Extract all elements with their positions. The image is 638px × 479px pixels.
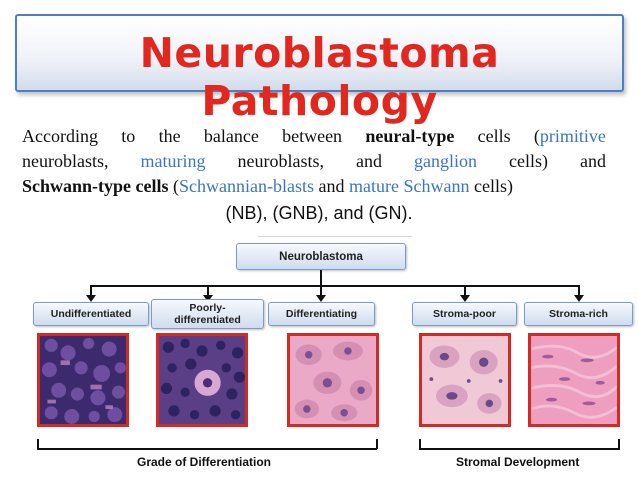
term-ganglion: ganglion bbox=[413, 151, 477, 171]
term-maturing: maturing bbox=[140, 151, 206, 171]
bracket bbox=[376, 439, 378, 449]
word: neuroblasts, bbox=[22, 151, 109, 171]
word: and bbox=[314, 176, 349, 196]
label-stromal-development: Stromal Development bbox=[456, 455, 580, 469]
bracket bbox=[419, 439, 421, 449]
word: the bbox=[158, 126, 181, 146]
histology-image-differentiating bbox=[287, 333, 379, 427]
title-banner: Neuroblastoma Pathology bbox=[15, 14, 624, 125]
word: cells bbox=[477, 126, 511, 146]
bracket bbox=[37, 439, 39, 449]
connector bbox=[207, 285, 209, 296]
node-neuroblastoma: Neuroblastoma bbox=[236, 243, 406, 270]
paragraph-line-2: neuroblasts, maturing neuroblasts, and g… bbox=[22, 149, 606, 174]
paragraph-line-3: Schwann-type cells ( Schwannian-blasts a… bbox=[22, 174, 606, 199]
histology-image-undifferentiated bbox=[37, 333, 129, 427]
word: neuroblasts, bbox=[237, 151, 324, 171]
connector bbox=[464, 285, 466, 296]
word-primitive: (primitive bbox=[533, 126, 606, 146]
divider bbox=[258, 236, 412, 237]
word: between bbox=[282, 126, 343, 146]
term-schwann-type: Schwann-type cells bbox=[22, 176, 174, 196]
word: cells) bbox=[508, 151, 548, 171]
histology-image-stroma-rich bbox=[528, 333, 620, 427]
connector bbox=[578, 285, 580, 296]
arrow-icon bbox=[460, 295, 470, 302]
histology-image-stroma-poor bbox=[419, 333, 511, 427]
word: to bbox=[121, 126, 136, 146]
word: balance bbox=[203, 126, 259, 146]
bracket bbox=[618, 439, 620, 449]
term-mature-schwann: mature Schwann bbox=[349, 176, 470, 196]
connector bbox=[90, 285, 92, 296]
word: cells) bbox=[469, 176, 513, 196]
word: and bbox=[355, 151, 382, 171]
node-differentiating: Differentiating bbox=[268, 302, 375, 326]
arrow-icon bbox=[203, 295, 213, 302]
abbreviations-text: (NB), (GNB), and (GN). bbox=[225, 203, 413, 223]
node-poorly-differentiated: Poorly-differentiated bbox=[151, 299, 264, 329]
arrow-icon bbox=[574, 295, 584, 302]
paren: ( bbox=[173, 176, 180, 196]
histology-image-poorly-differentiated bbox=[156, 333, 248, 427]
term-schwannian-blasts: Schwannian-blasts bbox=[179, 176, 314, 196]
paragraph-line-1: According to the balance between neural-… bbox=[22, 124, 606, 149]
bracket bbox=[37, 448, 377, 450]
word: According bbox=[22, 126, 98, 146]
label-grade-of-differentiation: Grade of Differentiation bbox=[137, 455, 272, 469]
description-paragraph: According to the balance between neural-… bbox=[22, 124, 606, 199]
arrow-icon bbox=[86, 295, 96, 302]
term-neural-type: neural-type bbox=[365, 126, 455, 146]
node-stroma-rich: Stroma-rich bbox=[524, 302, 633, 326]
slide-title: Neuroblastoma Pathology bbox=[139, 29, 500, 125]
node-stroma-poor: Stroma-poor bbox=[412, 302, 517, 326]
word: and bbox=[579, 151, 606, 171]
connector bbox=[320, 285, 322, 296]
bracket bbox=[419, 448, 620, 450]
node-undifferentiated: Undifferentiated bbox=[33, 302, 149, 326]
arrow-icon bbox=[316, 295, 326, 302]
connector bbox=[90, 285, 579, 287]
connector bbox=[320, 270, 322, 286]
